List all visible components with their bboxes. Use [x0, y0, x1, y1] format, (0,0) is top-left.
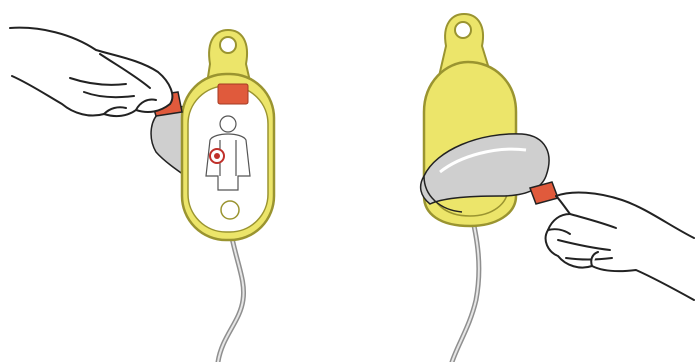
right-cable [452, 208, 479, 362]
heart-icon [210, 149, 224, 163]
left-cable [218, 228, 244, 362]
hand-icon [546, 193, 694, 300]
left-panel [10, 28, 274, 362]
hand-icon [10, 28, 172, 116]
left-pad-connector [221, 201, 239, 219]
left-pad-red-label [218, 84, 248, 104]
right-panel [421, 14, 694, 362]
